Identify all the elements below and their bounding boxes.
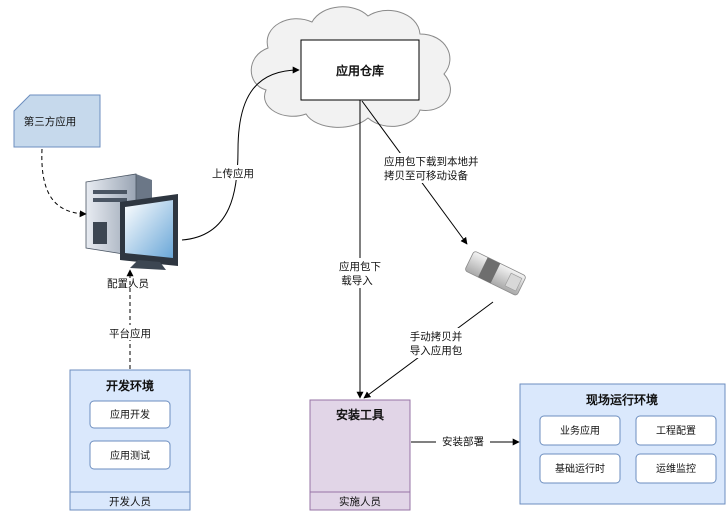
dev-item-app-test[interactable]: 应用测试 bbox=[89, 440, 171, 470]
dev-item-label: 应用开发 bbox=[110, 408, 150, 421]
site-item-label: 运维监控 bbox=[656, 462, 696, 475]
dev-item-app-develop[interactable]: 应用开发 bbox=[89, 400, 171, 429]
edge-label-download-1: 应用包下 bbox=[339, 260, 381, 273]
edge-thirdparty-to-computer bbox=[41, 148, 87, 218]
site-item-ops-monitor[interactable]: 运维监控 bbox=[635, 453, 717, 484]
install-tool-title: 安装工具 bbox=[336, 407, 384, 422]
site-item-business-app[interactable]: 业务应用 bbox=[539, 415, 621, 446]
edge-label-upload: 上传应用 bbox=[212, 167, 254, 180]
site-runtime-panel: 现场运行环境 业务应用 工程配置 基础运行时 运维监控 bbox=[519, 383, 726, 505]
developer-label: 开发人员 bbox=[109, 495, 151, 508]
edge-label-manual-2: 导入应用包 bbox=[410, 344, 463, 357]
site-runtime-title: 现场运行环境 bbox=[586, 392, 658, 407]
site-item-label: 基础运行时 bbox=[555, 462, 605, 475]
edge-upload-app bbox=[181, 66, 300, 241]
site-item-engineering-config[interactable]: 工程配置 bbox=[635, 415, 717, 446]
computer-icon[interactable] bbox=[85, 173, 178, 270]
edge-label-manual-1: 手动拷贝并 bbox=[410, 330, 463, 343]
third-party-app-node[interactable]: 第三方应用 bbox=[13, 94, 101, 148]
edge-label-deploy: 安装部署 bbox=[442, 435, 484, 448]
site-item-label: 业务应用 bbox=[560, 424, 600, 437]
site-item-label: 工程配置 bbox=[656, 425, 696, 437]
edge-label-platform-app: 平台应用 bbox=[109, 327, 151, 340]
dev-item-label: 应用测试 bbox=[110, 449, 150, 462]
edge-label-download-2: 载导入 bbox=[341, 275, 373, 287]
dev-environment-panel: 开发环境 应用开发 应用测试 开发人员 bbox=[69, 369, 191, 511]
install-tool-panel[interactable]: 安装工具 实施人员 bbox=[309, 399, 411, 511]
app-repository-label: 应用仓库 bbox=[336, 63, 384, 78]
app-repository-node[interactable]: 应用仓库 bbox=[300, 39, 420, 101]
implementer-label: 实施人员 bbox=[339, 495, 381, 508]
usb-drive-icon[interactable] bbox=[465, 251, 527, 296]
edge-label-copy-2: 拷贝至可移动设备 bbox=[384, 169, 468, 182]
site-item-base-runtime[interactable]: 基础运行时 bbox=[539, 453, 621, 484]
config-person-label: 配置人员 bbox=[107, 278, 149, 290]
edge-label-copy-1: 应用包下载到本地并 bbox=[384, 155, 479, 168]
dev-environment-title: 开发环境 bbox=[106, 378, 154, 393]
third-party-app-label: 第三方应用 bbox=[24, 115, 77, 128]
